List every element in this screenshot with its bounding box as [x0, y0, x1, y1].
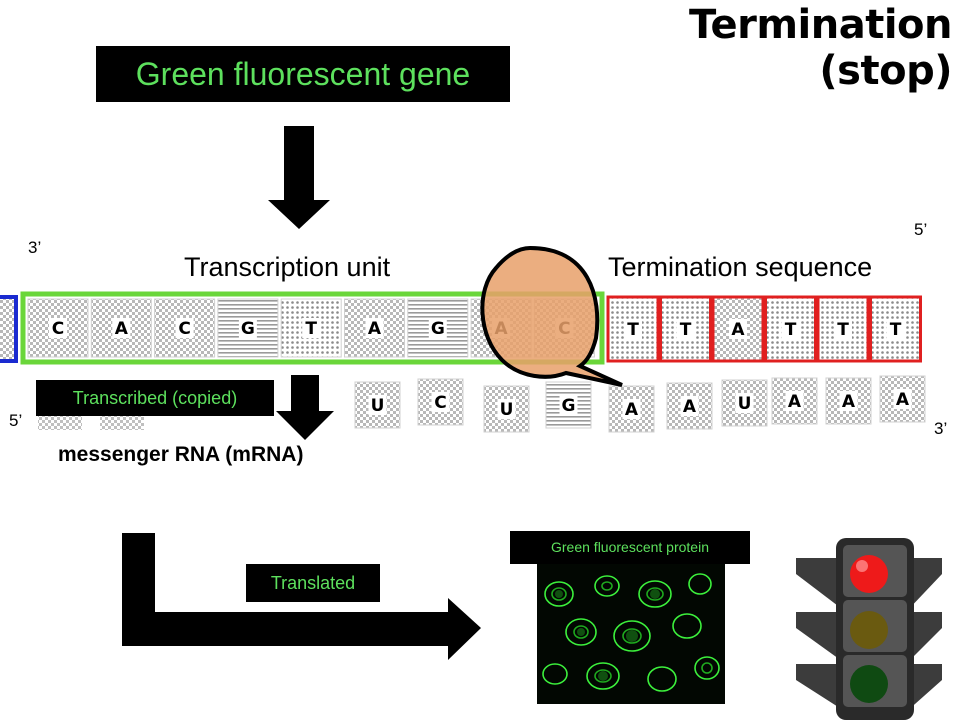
transcription-unit-label: Transcription unit	[184, 252, 391, 282]
transcription-unit-base-0: C	[27, 298, 89, 358]
mrna-base-8: A	[825, 377, 872, 425]
down-arrow-gene	[268, 126, 330, 229]
transcription-unit-base-4: T	[280, 298, 342, 358]
mrna-base-letter: A	[896, 390, 910, 410]
callout-bubble	[480, 245, 623, 387]
termination-base-letter: T	[890, 320, 902, 340]
transcription-unit-base-letter: G	[241, 319, 255, 339]
transcription-unit-base-letter: A	[368, 319, 382, 339]
transcription-unit-base-letter: C	[52, 319, 64, 339]
mrna-base-letter: A	[842, 392, 856, 412]
mrna-base-letter: A	[625, 400, 639, 420]
mrna-label: messenger RNA (mRNA)	[58, 443, 304, 466]
mrna-base-6: U	[721, 379, 768, 427]
mrna-faded-block-2	[100, 412, 144, 430]
mrna-base-0: U	[354, 381, 401, 429]
mrna-base-letter: U	[371, 396, 385, 416]
mrna-base-letter: G	[562, 396, 576, 416]
transcription-unit-base-2: C	[154, 298, 216, 358]
jellyfish-image	[537, 564, 725, 704]
termination-base-3: T	[764, 295, 817, 363]
transcription-unit-border	[20, 291, 605, 365]
transcription-unit-base-5: A	[344, 298, 405, 358]
jellyfish-illustration	[542, 573, 720, 692]
termination-base-letter: T	[837, 320, 849, 340]
slide-title: Termination (stop)	[689, 2, 952, 94]
mrna-base-letter: U	[738, 394, 752, 414]
prime-bottom-right: 3’	[934, 419, 948, 438]
transcription-unit-base-letter: C	[178, 319, 190, 339]
transcription-unit-base-letter: G	[431, 319, 445, 339]
transcription-unit-base-letter: T	[305, 319, 317, 339]
mrna-faded-block-1	[38, 412, 82, 430]
mrna-base-letter: U	[500, 400, 514, 420]
translated-label: Translated	[246, 564, 380, 602]
down-arrow-mrna	[276, 375, 334, 440]
termination-base-1: T	[659, 295, 712, 363]
termination-sequence-label: Termination sequence	[608, 252, 873, 282]
mrna-base-3: G	[545, 381, 592, 429]
prime-top-right: 5’	[914, 220, 928, 239]
mrna-base-letter: A	[683, 397, 697, 417]
protein-label: Green fluorescent protein	[510, 531, 750, 564]
termination-base-0: T	[606, 295, 660, 363]
transcription-unit-base-letter: A	[115, 319, 129, 339]
termination-base-letter: A	[731, 320, 745, 340]
mrna-base-7: A	[771, 377, 818, 425]
termination-base-4: T	[816, 295, 870, 363]
prime-top-left: 3’	[28, 238, 42, 257]
termination-base-letter: T	[785, 320, 797, 340]
translate-arrow	[122, 533, 481, 660]
transcription-unit-base-3: G	[217, 298, 279, 358]
termination-base-letter: T	[627, 320, 639, 340]
gene-label-box: Green fluorescent gene	[96, 46, 510, 102]
mrna-base-letter: C	[434, 393, 446, 413]
mrna-base-letter: A	[788, 392, 802, 412]
transcribed-label: Transcribed (copied)	[36, 380, 274, 416]
mrna-base-4: A	[608, 385, 655, 433]
termination-base-letter: T	[680, 320, 692, 340]
mrna-base-5: A	[666, 382, 713, 430]
transcription-unit-base-6: G	[407, 298, 469, 358]
prime-bottom-left: 5’	[9, 411, 23, 430]
mrna-base-1: C	[417, 378, 464, 426]
mrna-base-9: A	[879, 375, 926, 423]
left-strand-fragment	[0, 295, 18, 363]
traffic-light-icon	[796, 538, 942, 720]
termination-base-2: A	[711, 295, 765, 363]
transcription-unit-base-1: A	[90, 298, 152, 358]
mrna-base-2: U	[483, 385, 530, 433]
termination-base-5: T	[869, 295, 922, 363]
